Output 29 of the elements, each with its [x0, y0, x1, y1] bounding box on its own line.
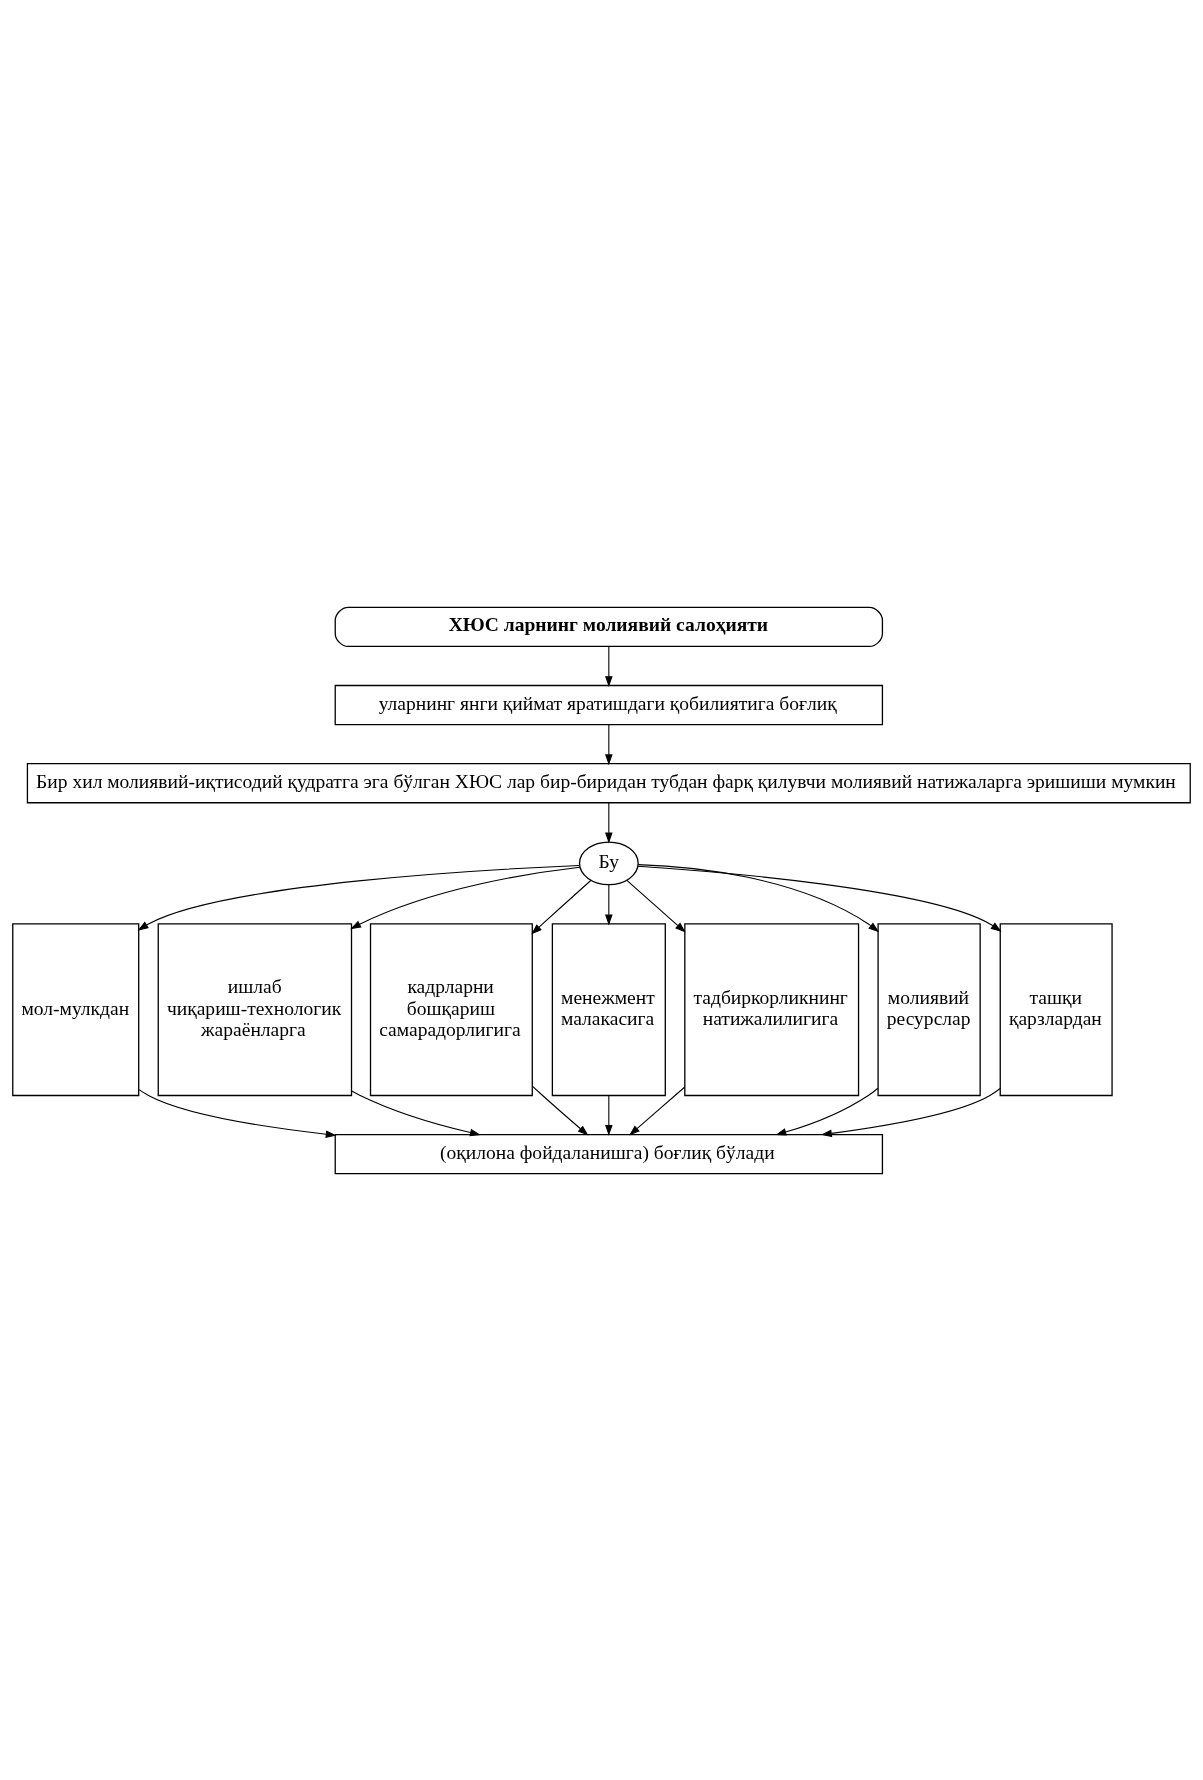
node-box: молиявий ресурслар	[877, 922, 981, 1096]
node-box: кадрларни бошқариш самарадорлигига	[369, 922, 533, 1096]
arrow	[531, 879, 592, 934]
node-box: ташқи қарзлардан	[999, 922, 1113, 1096]
node-box: (оқилона фойдаланишга) боғлиқ бўлади	[334, 1133, 884, 1174]
arrow	[605, 884, 613, 925]
node-box: тадбиркорликнинг натижалилигига	[684, 922, 860, 1096]
arrow	[350, 866, 581, 929]
node-box: уларнинг янги қиймат яратишдаги қобилиятига боғлиқ	[334, 684, 884, 725]
node-ellipse: Бу	[578, 840, 639, 885]
arrow	[137, 864, 580, 931]
arrow	[626, 879, 686, 933]
arrow	[775, 1087, 879, 1136]
arrow	[605, 1094, 613, 1136]
arrow	[605, 645, 613, 687]
arrow	[637, 863, 880, 932]
node-box: ХЮС ларнинг молиявий салоҳияти	[334, 606, 884, 647]
arrow	[605, 801, 613, 843]
arrow	[351, 1090, 481, 1136]
arrow	[820, 1087, 1001, 1137]
node-box: менежмент малакасига	[551, 922, 666, 1096]
node-box: ишлаб чиқариш-технологик жараёнларга	[157, 922, 353, 1096]
node-box: мол-мулкдан	[12, 922, 140, 1096]
arrow	[605, 723, 613, 765]
node-box: Бир хил молиявий-иқтисодий қудратга эга бўлган ХЮС лар бир-биридан тубдан фарқ қилувчи молиявий натижаларга эришиши мумкин	[26, 762, 1191, 803]
arrow	[138, 1088, 337, 1138]
arrow	[531, 1085, 589, 1136]
arrow	[637, 865, 1002, 932]
arrow	[629, 1085, 686, 1135]
